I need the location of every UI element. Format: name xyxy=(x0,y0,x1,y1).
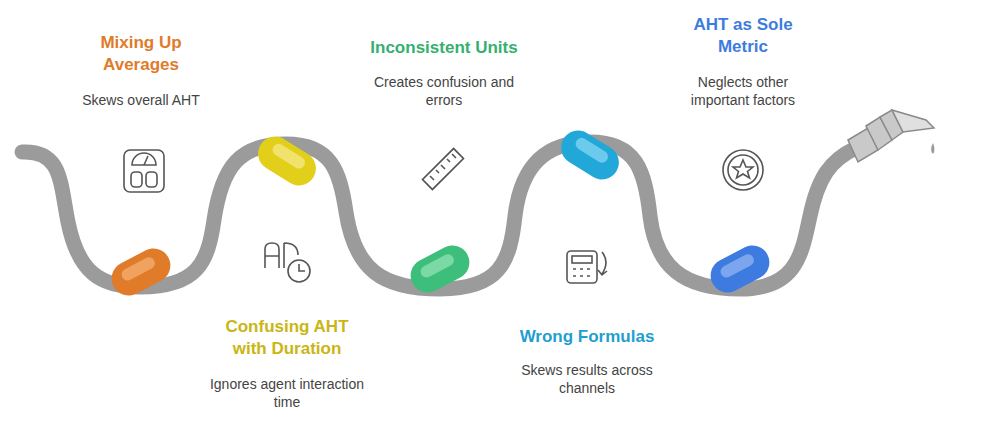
scale-icon xyxy=(124,150,164,192)
water-drop xyxy=(931,143,935,154)
problem-heading: Confusing AHT with Duration xyxy=(212,316,362,360)
knot-cyan xyxy=(555,124,626,186)
star-badge-icon xyxy=(723,150,763,190)
problem-heading: Inconsistent Units xyxy=(344,37,544,59)
clock-icon xyxy=(265,243,310,282)
knot-yellow xyxy=(252,130,323,192)
problem-description: Ignores agent interaction time xyxy=(202,375,372,411)
problem-description: Creates confusion and errors xyxy=(359,73,529,109)
problem-description: Skews results across channels xyxy=(502,361,672,397)
ruler-icon xyxy=(422,148,463,189)
hose xyxy=(22,142,856,289)
hose-nozzle xyxy=(848,110,934,162)
problem-description: Skews overall AHT xyxy=(51,91,231,109)
knot-blue xyxy=(705,239,776,298)
problem-description: Neglects other important factors xyxy=(668,73,818,109)
problem-heading: Wrong Formulas xyxy=(487,326,687,348)
knot-orange xyxy=(106,242,177,301)
knot-green xyxy=(405,239,476,298)
problem-heading: Mixing Up Averages xyxy=(71,32,211,76)
calculator-icon xyxy=(567,251,607,283)
problem-heading: AHT as Sole Metric xyxy=(668,14,818,58)
